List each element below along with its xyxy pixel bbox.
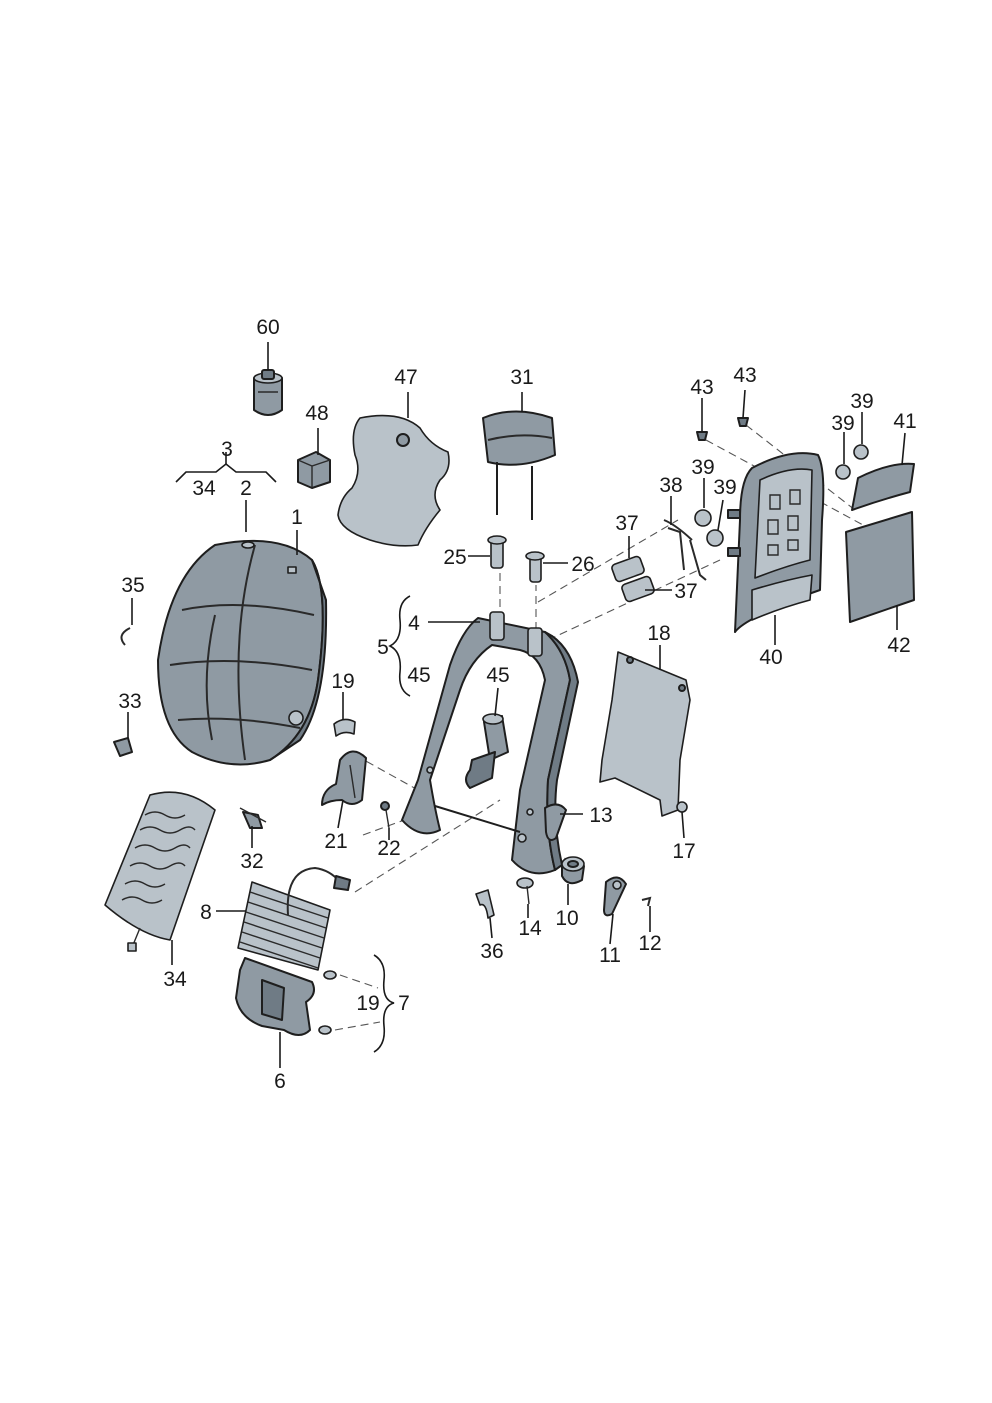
callout-47: 47 (394, 366, 417, 389)
callout-39-top: 39 (850, 390, 873, 413)
part-1-backrest-cover (157, 539, 328, 766)
callout-33: 33 (118, 690, 141, 713)
callout-37-upper: 37 (615, 512, 638, 535)
part-39-clips (694, 444, 869, 547)
callout-4: 4 (408, 612, 420, 635)
part-32-connector (239, 807, 267, 829)
part-37-clip-upper (611, 555, 645, 583)
part-12-spring-clip (641, 896, 652, 907)
part-25-guide-sleeve (487, 535, 507, 569)
part-36-clip (475, 889, 495, 919)
part-8-lumbar-support (237, 866, 351, 971)
callout-labels: 60 47 31 43 43 39 39 41 48 3 34 2 1 38 3… (118, 316, 916, 1093)
callout-21: 21 (324, 830, 347, 853)
callout-43-left: 43 (690, 376, 713, 399)
part-6-lumbar-plate (235, 957, 337, 1036)
callout-26: 26 (571, 553, 594, 576)
callout-17: 17 (672, 840, 695, 863)
part-60-cylinder (253, 369, 283, 416)
part-10-bushing (561, 856, 585, 885)
callout-37-lower: 37 (674, 580, 697, 603)
part-43-screws (696, 417, 749, 441)
callout-11: 11 (599, 944, 621, 967)
callout-19-bottom: 19 (356, 992, 379, 1015)
part-47-foam-pad (337, 414, 450, 547)
part-38-bracket (663, 519, 707, 581)
callout-60: 60 (256, 316, 279, 339)
part-18-plate (599, 651, 691, 817)
callout-3: 3 (221, 438, 233, 461)
callout-36: 36 (480, 940, 503, 963)
callout-35: 35 (121, 574, 144, 597)
callout-48: 48 (305, 402, 328, 425)
callout-8: 8 (200, 901, 212, 924)
brace-group-7 (373, 954, 395, 1053)
part-11-handle (603, 876, 627, 917)
part-31-headrest (482, 410, 556, 520)
callout-14: 14 (518, 917, 542, 940)
callout-38: 38 (659, 474, 682, 497)
part-40-back-panel (727, 452, 825, 633)
brace-group-5 (388, 595, 411, 697)
callout-32: 32 (240, 850, 263, 873)
callout-25: 25 (443, 546, 466, 569)
callout-34-brace: 34 (192, 477, 216, 500)
brace-group-3 (175, 452, 277, 483)
part-21-side-trim (321, 750, 367, 806)
callout-39-a: 39 (691, 456, 714, 479)
part-33-clip (113, 737, 133, 757)
part-13-lever (544, 803, 567, 841)
callout-31: 31 (510, 366, 533, 389)
part-22-screw (380, 801, 390, 829)
callout-40: 40 (759, 646, 782, 669)
callout-18: 18 (647, 622, 670, 645)
callout-19-top: 19 (331, 670, 354, 693)
callout-1: 1 (291, 506, 303, 529)
callout-41: 41 (893, 410, 916, 433)
part-26-guide-sleeve (525, 551, 545, 583)
callout-45-brace: 45 (407, 664, 430, 687)
part-42-panel (845, 511, 915, 623)
callout-5: 5 (377, 636, 389, 659)
part-14-bolt (516, 877, 534, 905)
part-45-motor (465, 713, 509, 789)
callout-34: 34 (163, 968, 187, 991)
callout-39-mid: 39 (831, 412, 854, 435)
callout-39-b: 39 (713, 476, 736, 499)
callout-6: 6 (274, 1070, 286, 1093)
callout-42: 42 (887, 634, 910, 657)
callout-43-right: 43 (733, 364, 756, 387)
callout-2: 2 (240, 477, 252, 500)
callout-12: 12 (638, 932, 661, 955)
part-37-clip-lower (621, 575, 655, 603)
callout-10: 10 (555, 907, 578, 930)
callout-13: 13 (589, 804, 612, 827)
callout-45: 45 (486, 664, 509, 687)
part-48-module (297, 451, 331, 489)
callout-7: 7 (398, 992, 410, 1015)
part-41-pad (851, 462, 915, 511)
part-17-nut (676, 801, 688, 813)
part-19-clip (333, 718, 356, 737)
part-35-clip (120, 627, 131, 646)
leader-lines (127, 342, 906, 1068)
callout-22: 22 (377, 837, 400, 860)
part-34-heating-mat (104, 791, 216, 952)
